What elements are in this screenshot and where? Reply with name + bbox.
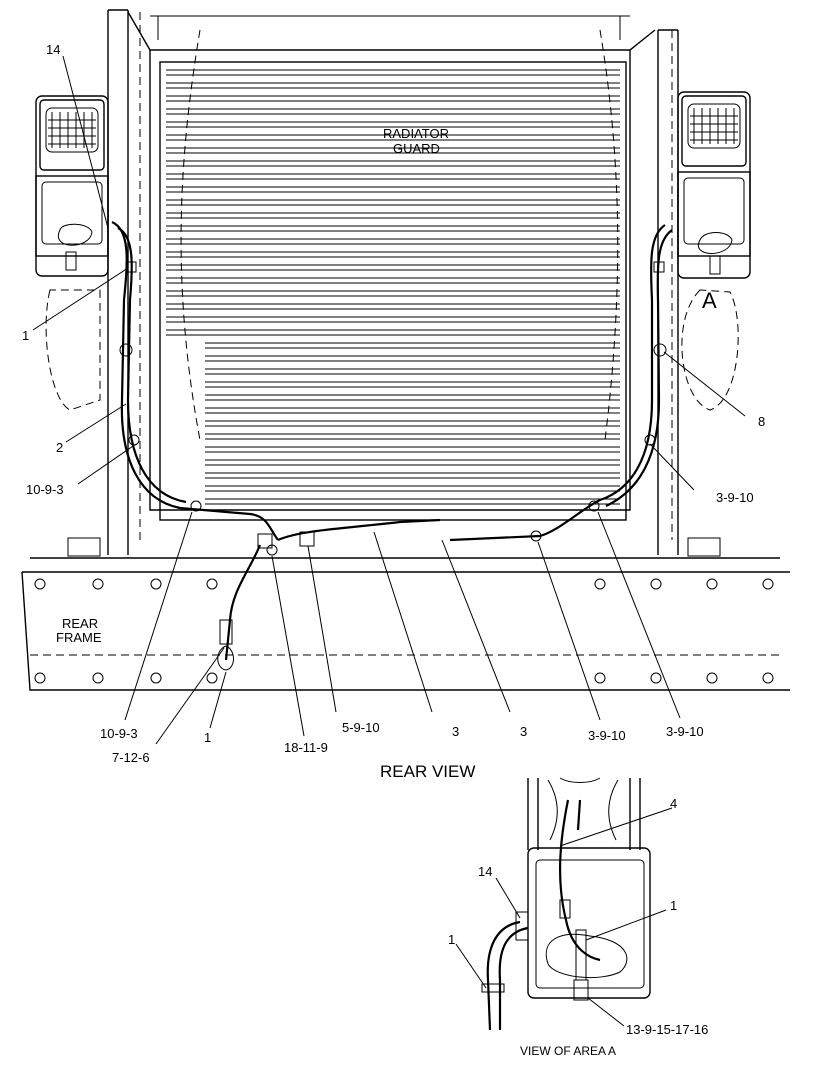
bolt-hole <box>706 578 718 590</box>
callout-3-b: 3 <box>520 724 527 739</box>
radiator-label-line2: GUARD <box>393 141 440 156</box>
callout-14: 14 <box>46 42 60 57</box>
radiator-fin <box>205 498 620 505</box>
rear-frame-label-line2: FRAME <box>56 630 102 645</box>
bolt-hole <box>706 672 718 684</box>
radiator-fin <box>205 342 620 349</box>
radiator-fin <box>166 303 620 310</box>
main-view-labels: RADIATOR GUARD REAR FRAME A REAR VIEW 14… <box>22 42 765 781</box>
area-marker: A <box>702 288 717 313</box>
radiator-label-line1: RADIATOR <box>383 126 449 141</box>
detail-callout-1-right: 1 <box>670 898 677 913</box>
radiator-fin <box>166 277 620 284</box>
leader-lines-main <box>32 55 746 745</box>
detail-callout-1-left: 1 <box>448 932 455 947</box>
radiator-fin <box>205 420 620 427</box>
radiator-fin <box>205 446 620 453</box>
bolt-hole <box>150 672 162 684</box>
radiator-fin <box>166 251 620 258</box>
radiator-fin <box>166 121 620 128</box>
radiator-fin <box>205 485 620 492</box>
radiator-fin <box>205 381 620 388</box>
radiator-fin <box>166 225 620 232</box>
radiator-fin <box>166 95 620 102</box>
radiator-fin <box>166 134 620 141</box>
bolt-hole <box>594 578 606 590</box>
rear-frame-label-line1: REAR <box>62 616 98 631</box>
callout-1-left: 1 <box>22 328 29 343</box>
radiator-fins <box>166 69 620 505</box>
callout-3-9-10-a: 3-9-10 <box>588 728 626 743</box>
bolt-hole <box>34 578 46 590</box>
radiator-fin <box>166 82 620 89</box>
callout-8: 8 <box>758 414 765 429</box>
detail-callout-4: 4 <box>670 796 677 811</box>
radiator-fin <box>166 160 620 167</box>
radiator-fin <box>205 433 620 440</box>
callout-2: 2 <box>56 440 63 455</box>
callout-1-bottom: 1 <box>204 730 211 745</box>
callout-7-12-6: 7-12-6 <box>112 750 150 765</box>
callout-5-9-10: 5-9-10 <box>342 720 380 735</box>
radiator-fin <box>166 173 620 180</box>
radiator-fin <box>166 264 620 271</box>
radiator-fin <box>166 212 620 219</box>
radiator-fin <box>205 355 620 362</box>
radiator-fin <box>166 329 620 336</box>
callout-3-a: 3 <box>452 724 459 739</box>
bolt-hole <box>92 578 104 590</box>
radiator-fin <box>166 147 620 154</box>
bolt-hole <box>206 578 218 590</box>
bolt-hole <box>150 578 162 590</box>
detail-view-title: VIEW OF AREA A <box>520 1044 616 1058</box>
radiator-fin <box>205 368 620 375</box>
callout-10-9-3-bottom: 10-9-3 <box>100 726 138 741</box>
radiator-fin <box>166 108 620 115</box>
bolt-hole <box>762 672 774 684</box>
callout-3-9-10-right: 3-9-10 <box>716 490 754 505</box>
main-view-title: REAR VIEW <box>380 762 475 781</box>
callout-10-9-3-left: 10-9-3 <box>26 482 64 497</box>
radiator-fin <box>166 290 620 297</box>
radiator-fin <box>205 459 620 466</box>
callout-18-11-9: 18-11-9 <box>284 740 328 755</box>
bolt-hole <box>650 672 662 684</box>
radiator-fin <box>166 186 620 193</box>
callout-3-9-10-b: 3-9-10 <box>666 724 704 739</box>
right-light-assembly <box>677 91 751 411</box>
rear-frame <box>21 537 790 691</box>
radiator-fin <box>205 407 620 414</box>
radiator-fin <box>166 238 620 245</box>
bolt-hole <box>206 672 218 684</box>
bolt-hole <box>594 672 606 684</box>
wiring-harness <box>111 220 673 671</box>
radiator-guard <box>159 29 627 521</box>
radiator-fin <box>166 69 620 76</box>
left-light-assembly <box>35 95 109 411</box>
detail-view-area-a <box>455 777 673 1031</box>
bolt-hole <box>34 672 46 684</box>
detail-callout-13-9-15-17-16: 13-9-15-17-16 <box>626 1022 708 1037</box>
radiator-fin <box>205 472 620 479</box>
radiator-fin <box>166 316 620 323</box>
radiator-fin <box>166 199 620 206</box>
detail-callout-14: 14 <box>478 864 492 879</box>
radiator-fin <box>205 394 620 401</box>
detail-view-labels: 4 14 1 1 13-9-15-17-16 VIEW OF AREA A <box>448 796 708 1058</box>
bolt-hole <box>92 672 104 684</box>
machine-frame-outline <box>107 9 679 555</box>
bolt-hole <box>762 578 774 590</box>
bolt-hole <box>650 578 662 590</box>
frame-bolt-holes <box>34 578 774 684</box>
